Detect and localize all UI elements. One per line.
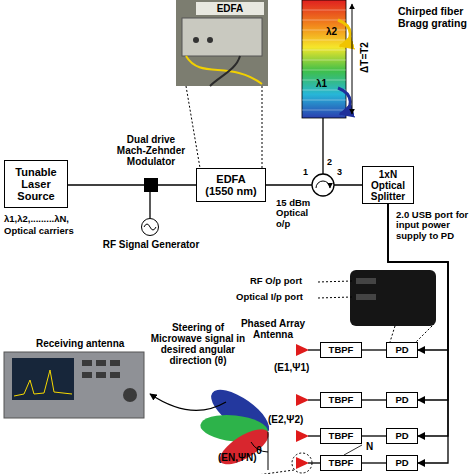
filter-box: TBPF <box>320 428 362 444</box>
pd-photo <box>350 270 436 326</box>
beam-lobe <box>215 423 274 471</box>
annotation-label: (E1,Ψ1) <box>274 362 309 373</box>
node-text: EDFA (1550 nm) <box>202 173 260 197</box>
annotation-label: Optical carriers <box>4 226 74 236</box>
fiber-connector <box>158 184 196 185</box>
node-text: 1xN Optical Splitter <box>368 169 408 202</box>
annotation-label: Optical I/p port <box>236 292 303 302</box>
annotation-label: EDFA <box>200 3 260 14</box>
antenna-feeds <box>308 350 320 463</box>
fiber-connector <box>68 184 144 185</box>
cable <box>210 56 240 86</box>
filter-box: TBPF <box>320 455 362 471</box>
annotation-label: Phased Array Antenna <box>240 318 306 340</box>
chirped-grating <box>302 0 346 118</box>
annotation-label: RF O/p port <box>250 276 302 286</box>
leader-line <box>250 470 294 474</box>
delay-bracket <box>352 4 353 114</box>
device-knob <box>193 37 199 43</box>
spectrum-trace <box>14 370 72 396</box>
node-text: PD <box>395 431 408 441</box>
node-text: PD <box>395 395 408 405</box>
node-text: TBPF <box>329 431 354 441</box>
analyzer-screen <box>12 358 74 400</box>
fiber-cable <box>186 56 262 84</box>
angle-line <box>268 432 269 470</box>
pd-port <box>356 278 376 284</box>
optical-circulator <box>312 174 334 196</box>
fiber-connector <box>362 462 386 463</box>
edfa-device <box>182 18 262 56</box>
fiber-connector <box>149 192 150 218</box>
annotation-label: λ1,λ2,.........λN, <box>4 214 69 224</box>
optical-splitter: 1xN Optical Splitter <box>362 166 414 204</box>
annotation-label: (EN,ΨN) <box>218 452 257 463</box>
annotation-label: 2 <box>327 158 332 168</box>
annotation-label: 15 dBm Optical o/p <box>276 198 322 229</box>
node-text: PD <box>395 458 408 468</box>
circulator-arrow <box>316 181 330 188</box>
receiver-photo <box>4 352 144 418</box>
sine-symbol <box>143 220 157 234</box>
edfa-photo <box>176 0 268 86</box>
leader-line <box>344 445 362 455</box>
annotation-label: Chirped fiber Bragg grating <box>398 6 472 29</box>
node-text: TBPF <box>329 345 354 355</box>
steering-arrow <box>150 394 226 410</box>
edfa-box: EDFA (1550 nm) <box>196 168 266 202</box>
annotation-label: λ1 <box>316 78 327 89</box>
rf-generator: RF Signal Generator <box>141 218 159 236</box>
fiber-line <box>322 118 323 176</box>
port-leader <box>318 281 352 282</box>
device-knob <box>207 37 213 43</box>
photo-leader <box>390 326 395 342</box>
node-text: TBPF <box>329 395 354 405</box>
annotation-label: Receiving antenna <box>36 338 124 349</box>
sine-wave <box>144 224 156 230</box>
photodetector-box: PD <box>386 342 418 358</box>
pd-port <box>356 294 376 300</box>
photo-leader <box>416 326 432 342</box>
fiber-connector <box>388 204 448 463</box>
node-text: RF Signal Generator <box>101 239 201 250</box>
port-leader <box>318 297 352 298</box>
reflection-arrow <box>338 88 350 114</box>
annotation-label: θ <box>256 444 262 456</box>
analyzer-keys <box>82 360 137 402</box>
fiber-connector <box>362 399 386 400</box>
annotation-label: λ2 <box>326 26 337 37</box>
annotation-label: ΔT=T2 <box>359 36 370 80</box>
fiber-connector <box>362 435 386 436</box>
filter-box: TBPF <box>320 342 362 358</box>
photo-leader <box>262 86 263 168</box>
photodetector-box: PD <box>386 455 418 471</box>
annotation-label: 2.0 USB port for input power supply to P… <box>396 210 472 241</box>
photodetector-box: PD <box>386 428 418 444</box>
filter-box: TBPF <box>320 392 362 408</box>
node-text: Tunable Laser Source <box>10 166 62 202</box>
annotation-label: (E2,Ψ2) <box>268 414 303 425</box>
grating-lines <box>302 10 346 110</box>
node-text: TBPF <box>329 458 354 468</box>
annotation-label: 1 <box>303 168 308 178</box>
reflection-arrow <box>338 20 350 46</box>
annotation-label: 3 <box>337 168 342 178</box>
annotation-label: Steering of Microwave signal in desired … <box>150 322 246 366</box>
node-text: Dual drive Mach-Zehnder Modulator <box>111 134 191 167</box>
photo-label-strip <box>196 2 264 15</box>
node-text: PD <box>395 345 408 355</box>
fiber-connector <box>362 349 386 350</box>
photodetector-box: PD <box>386 392 418 408</box>
annotation-label: N <box>366 441 373 452</box>
highlight-circle <box>292 453 312 473</box>
photo-leader <box>186 86 200 168</box>
modulator: Dual drive Mach-Zehnder Modulator <box>144 178 158 192</box>
laser-source: Tunable Laser Source <box>4 160 68 208</box>
